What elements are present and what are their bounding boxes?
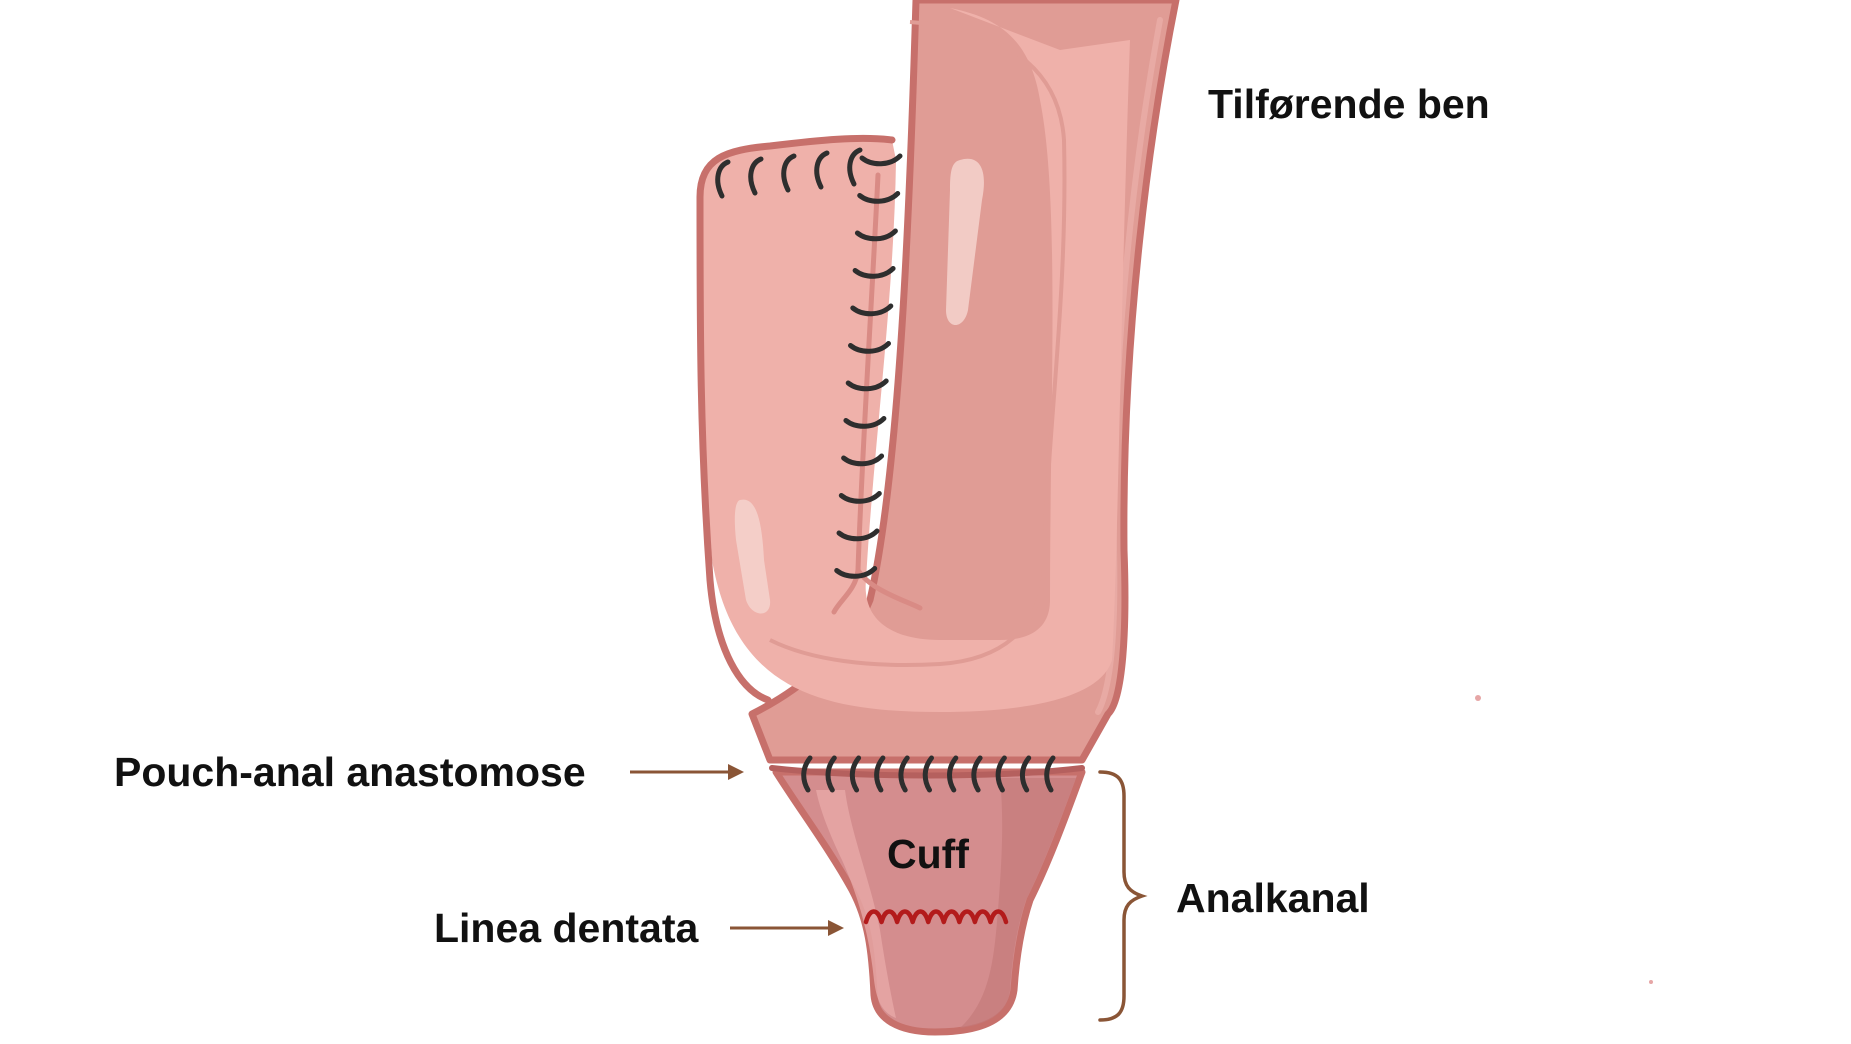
suture-stitch	[847, 147, 863, 187]
anal-canal-highlight	[816, 790, 896, 1018]
suture-stitch	[801, 755, 813, 793]
stray-dot	[1649, 980, 1653, 984]
label-linea-dentata: Linea dentata	[434, 905, 699, 951]
linea-dentata-line	[863, 909, 1009, 925]
analkanal-brace	[1098, 770, 1148, 1022]
suture-stitch	[1044, 755, 1056, 793]
suture-stitch	[848, 341, 891, 354]
anal-canal-shade	[960, 778, 1076, 1028]
suture-stitch	[852, 266, 896, 279]
suture-stitch	[825, 755, 837, 793]
label-pouch-anal-anastomose: Pouch-anal anastomose	[114, 749, 586, 795]
suture-stitch	[971, 755, 983, 793]
arrow-pouch-anal-anastomose	[630, 764, 744, 780]
suture-stitch	[859, 153, 903, 167]
suture-stitch	[857, 191, 901, 204]
arrow-linea-dentata	[730, 920, 844, 936]
label-tilforende-ben: Tilførende ben	[1208, 81, 1490, 127]
suture-stitch	[781, 153, 797, 193]
stray-dot	[1475, 695, 1481, 701]
sutures-pouch-septum	[834, 153, 903, 579]
sutures-anastomosis	[801, 755, 1056, 793]
highlight-lower	[734, 499, 771, 614]
suture-stitch	[838, 491, 882, 504]
suture-stitch	[841, 453, 885, 467]
suture-stitch	[1019, 755, 1032, 793]
pouch-outline-left	[696, 134, 896, 704]
sutures-pouch-top	[715, 147, 863, 199]
suture-stitch	[874, 755, 886, 793]
label-cuff: Cuff	[887, 831, 969, 877]
pouch-body	[700, 8, 1130, 712]
suture-stitch	[814, 150, 830, 190]
pouch-fold-outline	[769, 20, 1067, 667]
suture-stitch	[995, 755, 1007, 793]
suture-stitch	[843, 416, 887, 429]
suture-stitch	[854, 228, 898, 242]
suture-stitch	[849, 755, 862, 793]
suture-stitch	[836, 528, 880, 542]
label-analkanal: Analkanal	[1176, 875, 1370, 921]
highlight-upper	[946, 158, 984, 325]
suture-stitch	[922, 755, 934, 793]
suture-stitch	[715, 159, 731, 199]
suture-stitch	[748, 156, 764, 196]
suture-stitch	[850, 303, 894, 317]
suture-stitch	[834, 566, 878, 579]
suture-stitch	[845, 378, 889, 392]
suture-stitch	[947, 755, 959, 793]
suture-stitch	[898, 755, 910, 793]
